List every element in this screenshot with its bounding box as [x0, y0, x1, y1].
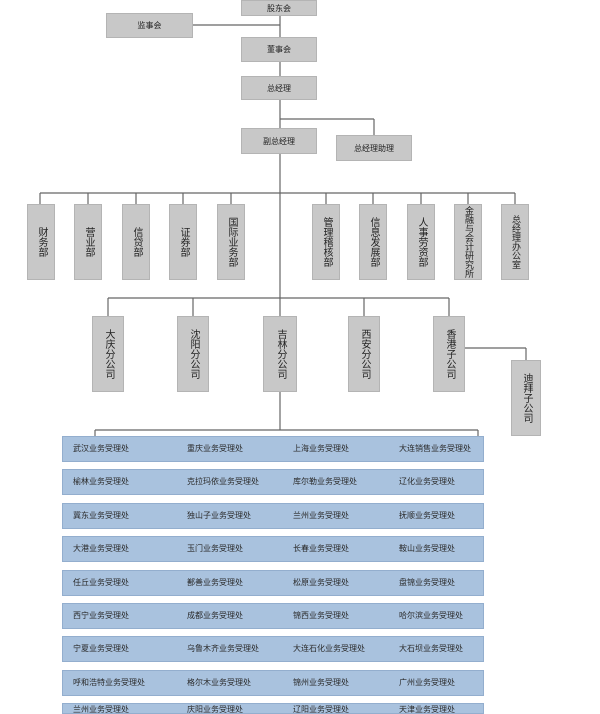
office-cell: 松原业务受理处: [293, 578, 349, 587]
board-box: 董事会: [241, 37, 317, 62]
office-cell: 天津业务受理处: [399, 705, 455, 714]
office-cell: 大连石化业务受理处: [293, 644, 365, 653]
office-cell: 大连销售业务受理处: [399, 444, 471, 453]
office-row: 宁夏业务受理处 乌鲁木齐业务受理处 大连石化业务受理处 大石坝业务受理处: [62, 636, 484, 662]
office-cell: 哈尔滨业务受理处: [399, 611, 463, 620]
department-box: 财务部: [27, 204, 55, 280]
office-cell: 锦州业务受理处: [293, 678, 349, 687]
office-row: 武汉业务受理处 重庆业务受理处 上海业务受理处 大连销售业务受理处: [62, 436, 484, 462]
department-box: 信贷部: [122, 204, 150, 280]
branch-box: 大庆分公司: [92, 316, 124, 392]
office-cell: 乌鲁木齐业务受理处: [187, 644, 259, 653]
office-cell: 大港业务受理处: [73, 544, 129, 553]
office-cell: 大石坝业务受理处: [399, 644, 463, 653]
department-box: 总经理办公室: [501, 204, 529, 280]
office-row: 大港业务受理处 玉门业务受理处 长春业务受理处 鞍山业务受理处: [62, 536, 484, 562]
supervisors-box: 监事会: [106, 13, 193, 38]
office-cell: 呼和浩特业务受理处: [73, 678, 145, 687]
office-cell: 重庆业务受理处: [187, 444, 243, 453]
office-cell: 上海业务受理处: [293, 444, 349, 453]
office-row: 兰州业务受理处 庆阳业务受理处 辽阳业务受理处 天津业务受理处: [62, 703, 484, 714]
office-row: 呼和浩特业务受理处 格尔木业务受理处 锦州业务受理处 广州业务受理处: [62, 670, 484, 696]
office-cell: 武汉业务受理处: [73, 444, 129, 453]
office-cell: 库尔勒业务受理处: [293, 477, 357, 486]
office-cell: 兰州业务受理处: [293, 511, 349, 520]
office-cell: 西宁业务受理处: [73, 611, 129, 620]
department-box: 营业部: [74, 204, 102, 280]
office-cell: 锦西业务受理处: [293, 611, 349, 620]
deputy-gm-box: 副总经理: [241, 128, 317, 154]
office-cell: 广州业务受理处: [399, 678, 455, 687]
office-cell: 任丘业务受理处: [73, 578, 129, 587]
office-row: 榆林业务受理处 克拉玛依业务受理处 库尔勒业务受理处 辽化业务受理处: [62, 469, 484, 495]
department-box: 国际业务部: [217, 204, 245, 280]
office-cell: 玉门业务受理处: [187, 544, 243, 553]
office-cell: 长春业务受理处: [293, 544, 349, 553]
department-box: 信息发展部: [359, 204, 387, 280]
department-box: 金融与会计研究所: [454, 204, 482, 280]
office-cell: 格尔木业务受理处: [187, 678, 251, 687]
branch-box: 西安分公司: [348, 316, 380, 392]
branch-box: 吉林分公司: [263, 316, 297, 392]
branch-box: 沈阳分公司: [177, 316, 209, 392]
office-cell: 盘锦业务受理处: [399, 578, 455, 587]
office-row: 任丘业务受理处 鄯善业务受理处 松原业务受理处 盘锦业务受理处: [62, 570, 484, 596]
gm-assistant-box: 总经理助理: [336, 135, 412, 161]
office-cell: 庆阳业务受理处: [187, 705, 243, 714]
office-cell: 克拉玛依业务受理处: [187, 477, 259, 486]
office-cell: 抚顺业务受理处: [399, 511, 455, 520]
office-cell: 鞍山业务受理处: [399, 544, 455, 553]
office-cell: 成都业务受理处: [187, 611, 243, 620]
office-cell: 辽阳业务受理处: [293, 705, 349, 714]
office-cell: 榆林业务受理处: [73, 477, 129, 486]
office-cell: 兰州业务受理处: [73, 705, 129, 714]
shareholders-box: 股东会: [241, 0, 317, 16]
department-box: 证券部: [169, 204, 197, 280]
office-cell: 独山子业务受理处: [187, 511, 251, 520]
branch-box: 香港子公司: [433, 316, 465, 392]
sub-branch-box: 迪拜子公司: [511, 360, 541, 436]
gm-box: 总经理: [241, 76, 317, 100]
office-row: 西宁业务受理处 成都业务受理处 锦西业务受理处 哈尔滨业务受理处: [62, 603, 484, 629]
office-cell: 宁夏业务受理处: [73, 644, 129, 653]
office-cell: 冀东业务受理处: [73, 511, 129, 520]
office-row: 冀东业务受理处 独山子业务受理处 兰州业务受理处 抚顺业务受理处: [62, 503, 484, 529]
department-box: 人事劳资部: [407, 204, 435, 280]
department-box: 管理稽核部: [312, 204, 340, 280]
office-cell: 辽化业务受理处: [399, 477, 455, 486]
office-cell: 鄯善业务受理处: [187, 578, 243, 587]
